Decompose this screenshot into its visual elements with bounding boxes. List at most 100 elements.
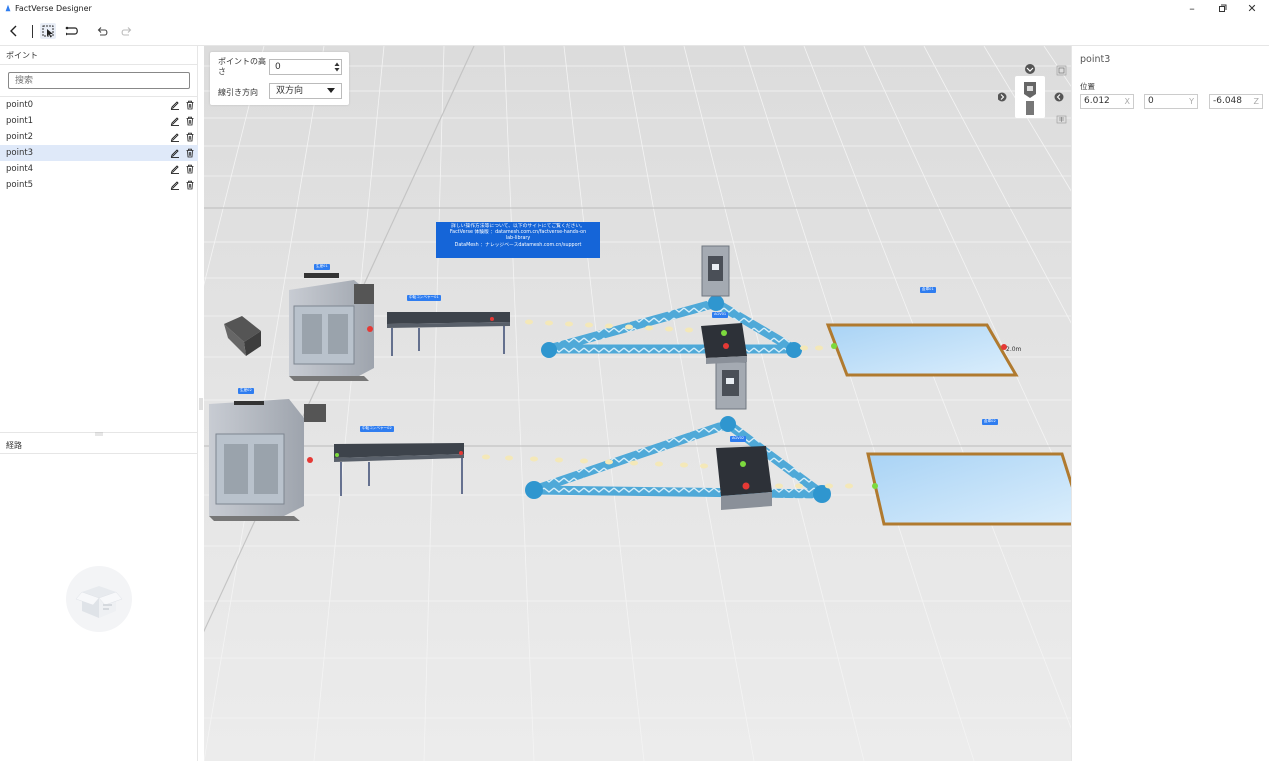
search-input[interactable]: [8, 72, 190, 89]
point-settings-overlay: ポイントの高さ 0 線引き方向 双方向: [210, 52, 349, 105]
charging-station-1[interactable]: [701, 245, 730, 297]
conveyor-2[interactable]: [334, 443, 464, 496]
floor-grid: [204, 46, 1071, 761]
delete-icon[interactable]: [185, 164, 195, 174]
tag-conveyor-01: 中転コンベヤー01: [407, 295, 441, 301]
point-label: point5: [6, 180, 34, 190]
list-item-point4[interactable]: point4: [0, 161, 198, 177]
spinner-arrows-icon[interactable]: [334, 61, 340, 73]
tag-agv-02: AGV02: [730, 436, 747, 442]
conveyor-1[interactable]: [387, 312, 510, 356]
chevron-down-icon: [327, 88, 335, 93]
app-logo-icon: [5, 4, 11, 12]
delete-icon[interactable]: [185, 148, 195, 158]
point-label: point1: [6, 116, 34, 126]
properties-panel: point3 位置 6.012 X 0 Y -6.048 Z: [1071, 46, 1269, 761]
vertical-splitter-icon[interactable]: [199, 398, 203, 410]
point-label: point3: [6, 148, 34, 158]
undo-icon: [97, 26, 107, 36]
draw-direction-value: 双方向: [276, 86, 304, 96]
edit-icon[interactable]: [170, 148, 180, 158]
edit-icon[interactable]: [170, 164, 180, 174]
delete-icon[interactable]: [185, 180, 195, 190]
position-z-input[interactable]: -6.048 Z: [1209, 94, 1263, 109]
selected-point-title: point3: [1080, 54, 1111, 65]
path-tool-button[interactable]: [64, 23, 80, 39]
production-machine-2[interactable]: [209, 399, 326, 521]
route-panel-title: 経路: [0, 438, 198, 454]
left-panel: ポイント point0 point1 point2 point3 point4: [0, 46, 198, 761]
banner-line: DataMesh ：ナレッジベースdatamesh.com.cn/support: [454, 242, 582, 248]
points-list: point0 point1 point2 point3 point4 point…: [0, 97, 198, 193]
point-height-value: 0: [275, 62, 281, 72]
storage-area-1[interactable]: [825, 323, 1019, 377]
point-height-input[interactable]: 0: [269, 59, 342, 75]
list-item-point0[interactable]: point0: [0, 97, 198, 113]
point-label: point4: [6, 164, 34, 174]
point-label: point2: [6, 132, 34, 142]
chevron-left-icon: [10, 25, 17, 37]
agv-2[interactable]: [716, 446, 772, 510]
scene-viewport[interactable]: 生産01 生産02 中転コンベヤー01 中転コンベヤー02 AGV01 AGV0…: [204, 46, 1071, 761]
toolbar-divider: [32, 25, 33, 38]
delete-icon[interactable]: [185, 100, 195, 110]
y-axis-label: Y: [1189, 97, 1194, 106]
x-axis-label: X: [1124, 97, 1130, 106]
draw-direction-label: 線引き方向: [218, 88, 258, 97]
banner-line: 詳しい操作方法等について、以下のサイトにてご覧ください。: [451, 224, 585, 229]
restore-icon: [1218, 4, 1226, 12]
agv-1[interactable]: [701, 323, 747, 364]
point-height-label: ポイントの高さ: [218, 57, 266, 76]
window-title: FactVerse Designer: [15, 3, 92, 13]
edit-icon[interactable]: [170, 132, 180, 142]
scene-canvas[interactable]: [204, 46, 1071, 761]
tag-storage-02: 倉庫02: [982, 419, 998, 425]
list-item-point3[interactable]: point3: [0, 145, 198, 161]
list-item-point1[interactable]: point1: [0, 113, 198, 129]
tag-agv-01: AGV01: [712, 312, 729, 318]
redo-button[interactable]: [118, 23, 134, 39]
redo-icon: [121, 26, 131, 36]
back-button[interactable]: [6, 23, 22, 39]
position-x-input[interactable]: 6.012 X: [1080, 94, 1134, 109]
tag-storage-01: 倉庫01: [920, 287, 936, 293]
tag-production-02: 生産02: [238, 388, 254, 394]
banner-line: lab-library: [505, 236, 531, 242]
undo-button[interactable]: [94, 23, 110, 39]
title-bar: FactVerse Designer: [0, 0, 1269, 16]
charging-station-2[interactable]: [715, 361, 747, 410]
position-x-value: 6.012: [1084, 96, 1110, 106]
close-button[interactable]: ✕: [1247, 1, 1257, 15]
banner-line: FactVerse 体験版 ：datamesh.com.cn/factverse…: [449, 230, 587, 236]
toolbar: [0, 16, 1269, 46]
dimension-label: 2.0m: [1006, 346, 1022, 353]
delete-icon[interactable]: [185, 116, 195, 126]
position-z-value: -6.048: [1213, 96, 1243, 106]
flow-dots: [482, 319, 853, 489]
edit-icon[interactable]: [170, 180, 180, 190]
info-banner: 詳しい操作方法等について、以下のサイトにてご覧ください。 FactVerse 体…: [436, 222, 600, 258]
edit-icon[interactable]: [170, 100, 180, 110]
draw-direction-select[interactable]: 双方向: [269, 83, 342, 99]
select-tool-button[interactable]: [40, 23, 56, 39]
empty-box-icon: [66, 566, 132, 632]
edit-icon[interactable]: [170, 116, 180, 126]
tag-production-01: 生産01: [314, 264, 330, 270]
route-icon: [65, 26, 78, 35]
storage-area-2[interactable]: [866, 452, 1071, 526]
crate-model[interactable]: [224, 316, 261, 356]
minimize-button[interactable]: –: [1189, 1, 1195, 15]
position-label: 位置: [1080, 82, 1095, 91]
position-y-value: 0: [1148, 96, 1154, 106]
agv-path-lower[interactable]: [525, 416, 831, 503]
position-y-input[interactable]: 0 Y: [1144, 94, 1198, 109]
splitter-grip-icon[interactable]: [95, 432, 103, 436]
list-item-point5[interactable]: point5: [0, 177, 198, 193]
delete-icon[interactable]: [185, 132, 195, 142]
panel-splitter[interactable]: [0, 432, 198, 436]
view-gizmo[interactable]: [998, 62, 1068, 124]
restore-button[interactable]: [1208, 0, 1236, 16]
list-item-point2[interactable]: point2: [0, 129, 198, 145]
points-panel-title: ポイント: [0, 46, 197, 65]
production-machine-1[interactable]: [289, 273, 374, 381]
